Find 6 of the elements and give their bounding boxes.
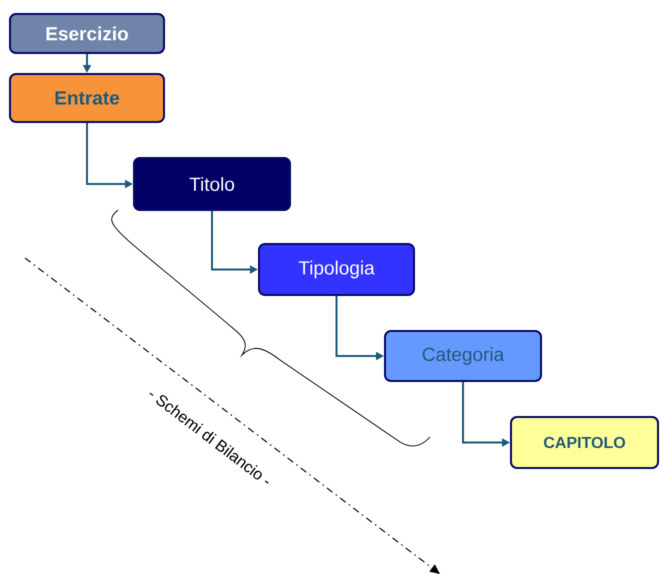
process-box: Titolo	[133, 157, 291, 211]
process-box: Tipologia	[258, 243, 415, 296]
process-box: CAPITOLO	[510, 416, 659, 469]
process-box: Esercizio	[9, 13, 165, 54]
process-box: Categoria	[384, 330, 542, 382]
process-box: Entrate	[9, 73, 165, 123]
